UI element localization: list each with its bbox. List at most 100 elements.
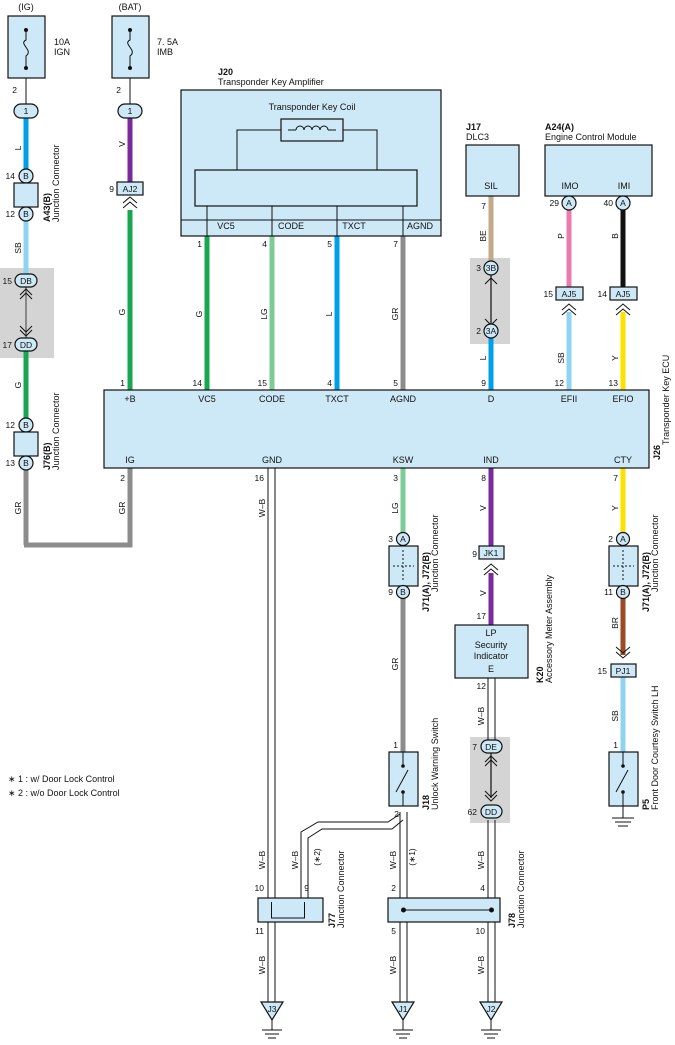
pin-label: 2	[476, 326, 481, 336]
meter-dd-arrow-icon	[484, 790, 498, 802]
wire-color-label: W–B	[388, 850, 398, 869]
ksw-junction-name: Junction Connector	[430, 514, 440, 592]
pin-label: 9	[304, 883, 309, 893]
wire-wb-j1	[399, 922, 408, 1002]
ecm-box	[544, 144, 653, 197]
ecu-terminal-txct: TXCT	[325, 394, 349, 404]
meter-terminal-e: E	[488, 664, 494, 674]
ig-label: (IG)	[18, 2, 34, 12]
wire-wb-e	[487, 678, 496, 742]
ground-j2-icon	[481, 1020, 501, 1039]
wire-color-label: LG	[259, 308, 269, 319]
ecm-terminal-imo: IMO	[562, 181, 579, 191]
j78-code: J78	[507, 913, 517, 928]
wire-wb-j3	[267, 922, 276, 1002]
pin-label: 14	[598, 289, 608, 299]
pin-label: 2	[394, 809, 399, 819]
fuse-ign-icon	[23, 30, 29, 68]
wire-color-label: BR	[610, 617, 620, 629]
fuse-ign-rating: 10A	[54, 37, 70, 47]
connector-1-imb	[117, 103, 143, 119]
wire-color-label: GR	[390, 308, 400, 321]
pin-label: 14	[193, 378, 203, 388]
j20-terminal-agnd: AGND	[407, 221, 434, 231]
ecu-terminal-agnd: AGND	[390, 394, 417, 404]
dd-arrow-icon	[19, 325, 33, 337]
pin-label: 7	[613, 473, 618, 483]
j76-name: Junction Connector	[51, 392, 61, 470]
cty-pin-b	[615, 584, 631, 600]
j20-code: J20	[218, 67, 233, 77]
connector-label: DE	[485, 742, 497, 752]
pin-label: 15	[3, 276, 13, 286]
fuse-imb-dot-bottom	[128, 66, 132, 70]
pin-label: 2	[391, 883, 396, 893]
j18-name: Unlock Warning Switch	[430, 718, 440, 810]
wire-color-label: Y	[610, 355, 620, 361]
de-arrow-icon	[484, 755, 498, 767]
wire-wb-j2	[487, 922, 496, 1002]
wire-color-label: W–B	[388, 955, 398, 974]
j20-terminal-vc5: VC5	[217, 221, 235, 231]
connector-pj1	[610, 663, 637, 678]
wire-color-label: L	[13, 145, 23, 150]
wire-color-labels: L SB G GR V G GR G LG L GR BE L P SB B Y…	[13, 141, 620, 974]
connector-label: 3A	[486, 326, 497, 336]
pin-label: 3	[388, 534, 393, 544]
pin-label: 15	[598, 666, 608, 676]
connector-label: A	[620, 534, 626, 544]
unlock-switch-contact-bottom	[401, 790, 405, 794]
connector-label: AJ2	[123, 184, 138, 194]
connector-label: B	[23, 458, 29, 468]
wire-color-label: L	[478, 355, 488, 360]
wire-color-label: LG	[390, 502, 400, 513]
connector-dd	[14, 337, 38, 352]
pin-label: 4	[262, 239, 267, 249]
star2-note: (∗2)	[312, 848, 322, 866]
pin-label: 3	[476, 263, 481, 273]
connector-label: JK1	[484, 548, 499, 558]
wire-color-label: W–B	[257, 850, 267, 869]
ksw-junction-code: J71(A), J72(B)	[421, 552, 431, 612]
a43-name: Junction Connector	[51, 144, 61, 222]
j76-junction-box	[13, 431, 39, 457]
unlock-switch-contact-top	[401, 764, 405, 768]
wire-color-label: SB	[610, 710, 620, 722]
j78-node-left	[401, 907, 406, 913]
j20-terminal-leads	[206, 206, 404, 236]
pin-label: 12	[477, 681, 487, 691]
a24-name: Engine Control Module	[545, 132, 637, 142]
connector-label: A	[566, 198, 572, 208]
ecm-pin-a-imo	[561, 195, 577, 211]
ecu-bottom-pins: 2 16 3 8 7	[120, 473, 618, 483]
ecu-terminal-ksw: KSW	[393, 455, 414, 465]
pin-label: 13	[6, 458, 16, 468]
connector-label: 1	[24, 106, 29, 116]
wire-color-label: W–B	[476, 706, 486, 725]
ecu-terminal-ind: IND	[483, 455, 499, 465]
pin-label: 29	[550, 198, 560, 208]
legend-note-1: ∗ 1 : w/ Door Lock Control	[8, 774, 115, 784]
wire-color-label: Y	[610, 505, 620, 511]
p5-name: Front Door Courtesy Switch LH	[650, 685, 660, 810]
bat-label: (BAT)	[119, 2, 142, 12]
connector-label: AJ5	[616, 289, 631, 299]
wire-color-label: V	[478, 590, 488, 596]
ecu-terminal-code: CODE	[259, 394, 285, 404]
pin-label: 11	[255, 926, 264, 936]
coil-label: Transponder Key Coil	[269, 102, 356, 112]
wire-color-label: P	[556, 233, 566, 239]
pin-label: 11	[604, 587, 613, 597]
ground-label: J2	[487, 1004, 496, 1014]
pin-label: 17	[477, 611, 487, 621]
p5-code: P5	[641, 799, 651, 810]
ground-j1-icon	[393, 1020, 413, 1039]
connector-label: PJ1	[616, 666, 631, 676]
wire-color-label: V	[117, 141, 127, 147]
fuse-ign-dot-bottom	[24, 66, 28, 70]
pin-label: 3	[393, 473, 398, 483]
coil-icon	[288, 125, 336, 131]
ground-label: J3	[268, 1004, 277, 1014]
wire-wb-star2	[300, 813, 404, 900]
